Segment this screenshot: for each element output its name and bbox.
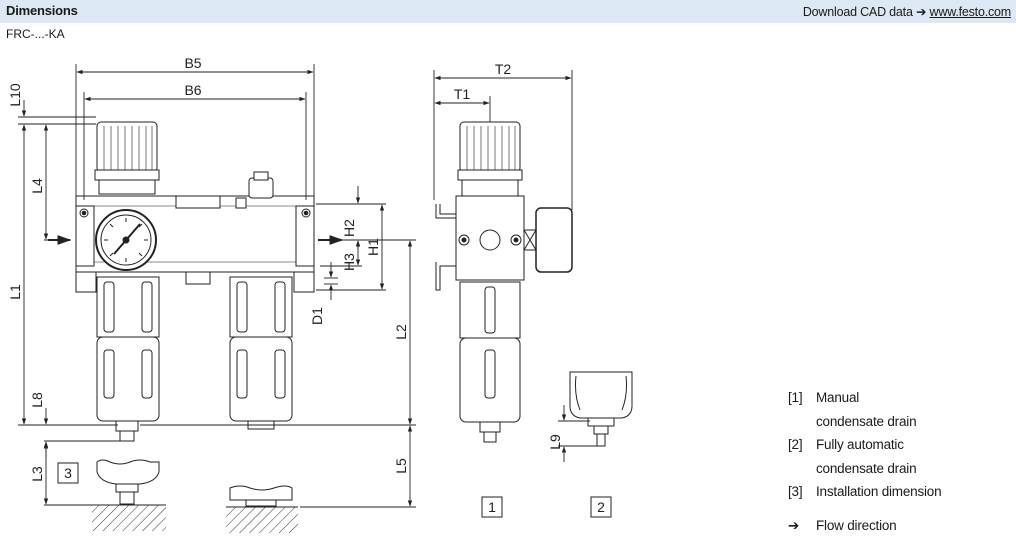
legend-item-1: [1] Manual condensate drain (788, 386, 996, 433)
dim-label-l4: L4 (29, 178, 45, 194)
front-view (48, 121, 344, 442)
callout-markers: 3 1 2 (57, 462, 612, 518)
automatic-drain-detail (569, 371, 633, 447)
side-view (435, 121, 573, 443)
flow-arrow-icon: ➔ (788, 517, 800, 533)
dim-label-t2: T2 (495, 61, 512, 77)
dim-label-b5: B5 (184, 55, 201, 71)
legend: [1] Manual condensate drain [2] Fully au… (788, 386, 996, 537)
dim-label-d1: D1 (309, 307, 325, 325)
legend-text: Fully automatic condensate drain (816, 433, 996, 480)
legend-item-2: [2] Fully automatic condensate drain (788, 433, 996, 480)
marker-2: 2 (597, 499, 605, 515)
dim-label-l5: L5 (393, 458, 409, 474)
section-title: Dimensions (6, 3, 78, 18)
dim-label-l8: L8 (29, 392, 45, 408)
legend-number: [1] (788, 390, 803, 405)
dim-label-h1: H1 (365, 238, 381, 256)
dim-label-t1: T1 (454, 86, 471, 102)
dimension-lines (18, 64, 598, 508)
dim-label-l1: L1 (7, 284, 23, 300)
legend-flow: ➔ Flow direction (788, 514, 996, 538)
legend-line: Manual (816, 390, 860, 405)
flow-text: Flow direction (816, 517, 897, 533)
cad-label: Download CAD data (802, 5, 913, 19)
legend-line: condensate drain (816, 413, 917, 429)
marker-3: 3 (64, 465, 72, 481)
legend-line: condensate drain (816, 460, 917, 476)
dim-label-h3: H3 (341, 253, 357, 271)
arrow-right-icon: ➔ (915, 5, 927, 19)
cad-download: Download CAD data ➔ www.festo.com (803, 4, 1011, 19)
header-bar: Dimensions Download CAD data ➔ www.festo… (0, 0, 1016, 23)
dim-label-b6: B6 (184, 82, 201, 98)
product-code: FRC-...-KA (6, 27, 65, 41)
legend-number: [2] (788, 437, 803, 452)
marker-1: 1 (488, 499, 496, 515)
installation-detail (92, 459, 298, 533)
dimension-labels: B5 B6 T2 T1 L10 L1 L4 L8 L3 H1 H2 H3 D1 … (7, 55, 563, 482)
legend-text: Installation dimension (816, 484, 942, 499)
cad-link[interactable]: www.festo.com (929, 5, 1012, 19)
dim-label-l10: L10 (7, 83, 23, 107)
dim-label-l9: L9 (547, 434, 563, 450)
dim-label-h2: H2 (341, 219, 357, 237)
legend-text: Manual condensate drain (816, 386, 996, 433)
legend-number: [3] (788, 484, 803, 499)
legend-item-3: [3] Installation dimension (788, 480, 996, 504)
legend-line: Fully automatic (816, 437, 904, 452)
dim-label-l2: L2 (393, 324, 409, 340)
dim-label-l3: L3 (29, 466, 45, 482)
